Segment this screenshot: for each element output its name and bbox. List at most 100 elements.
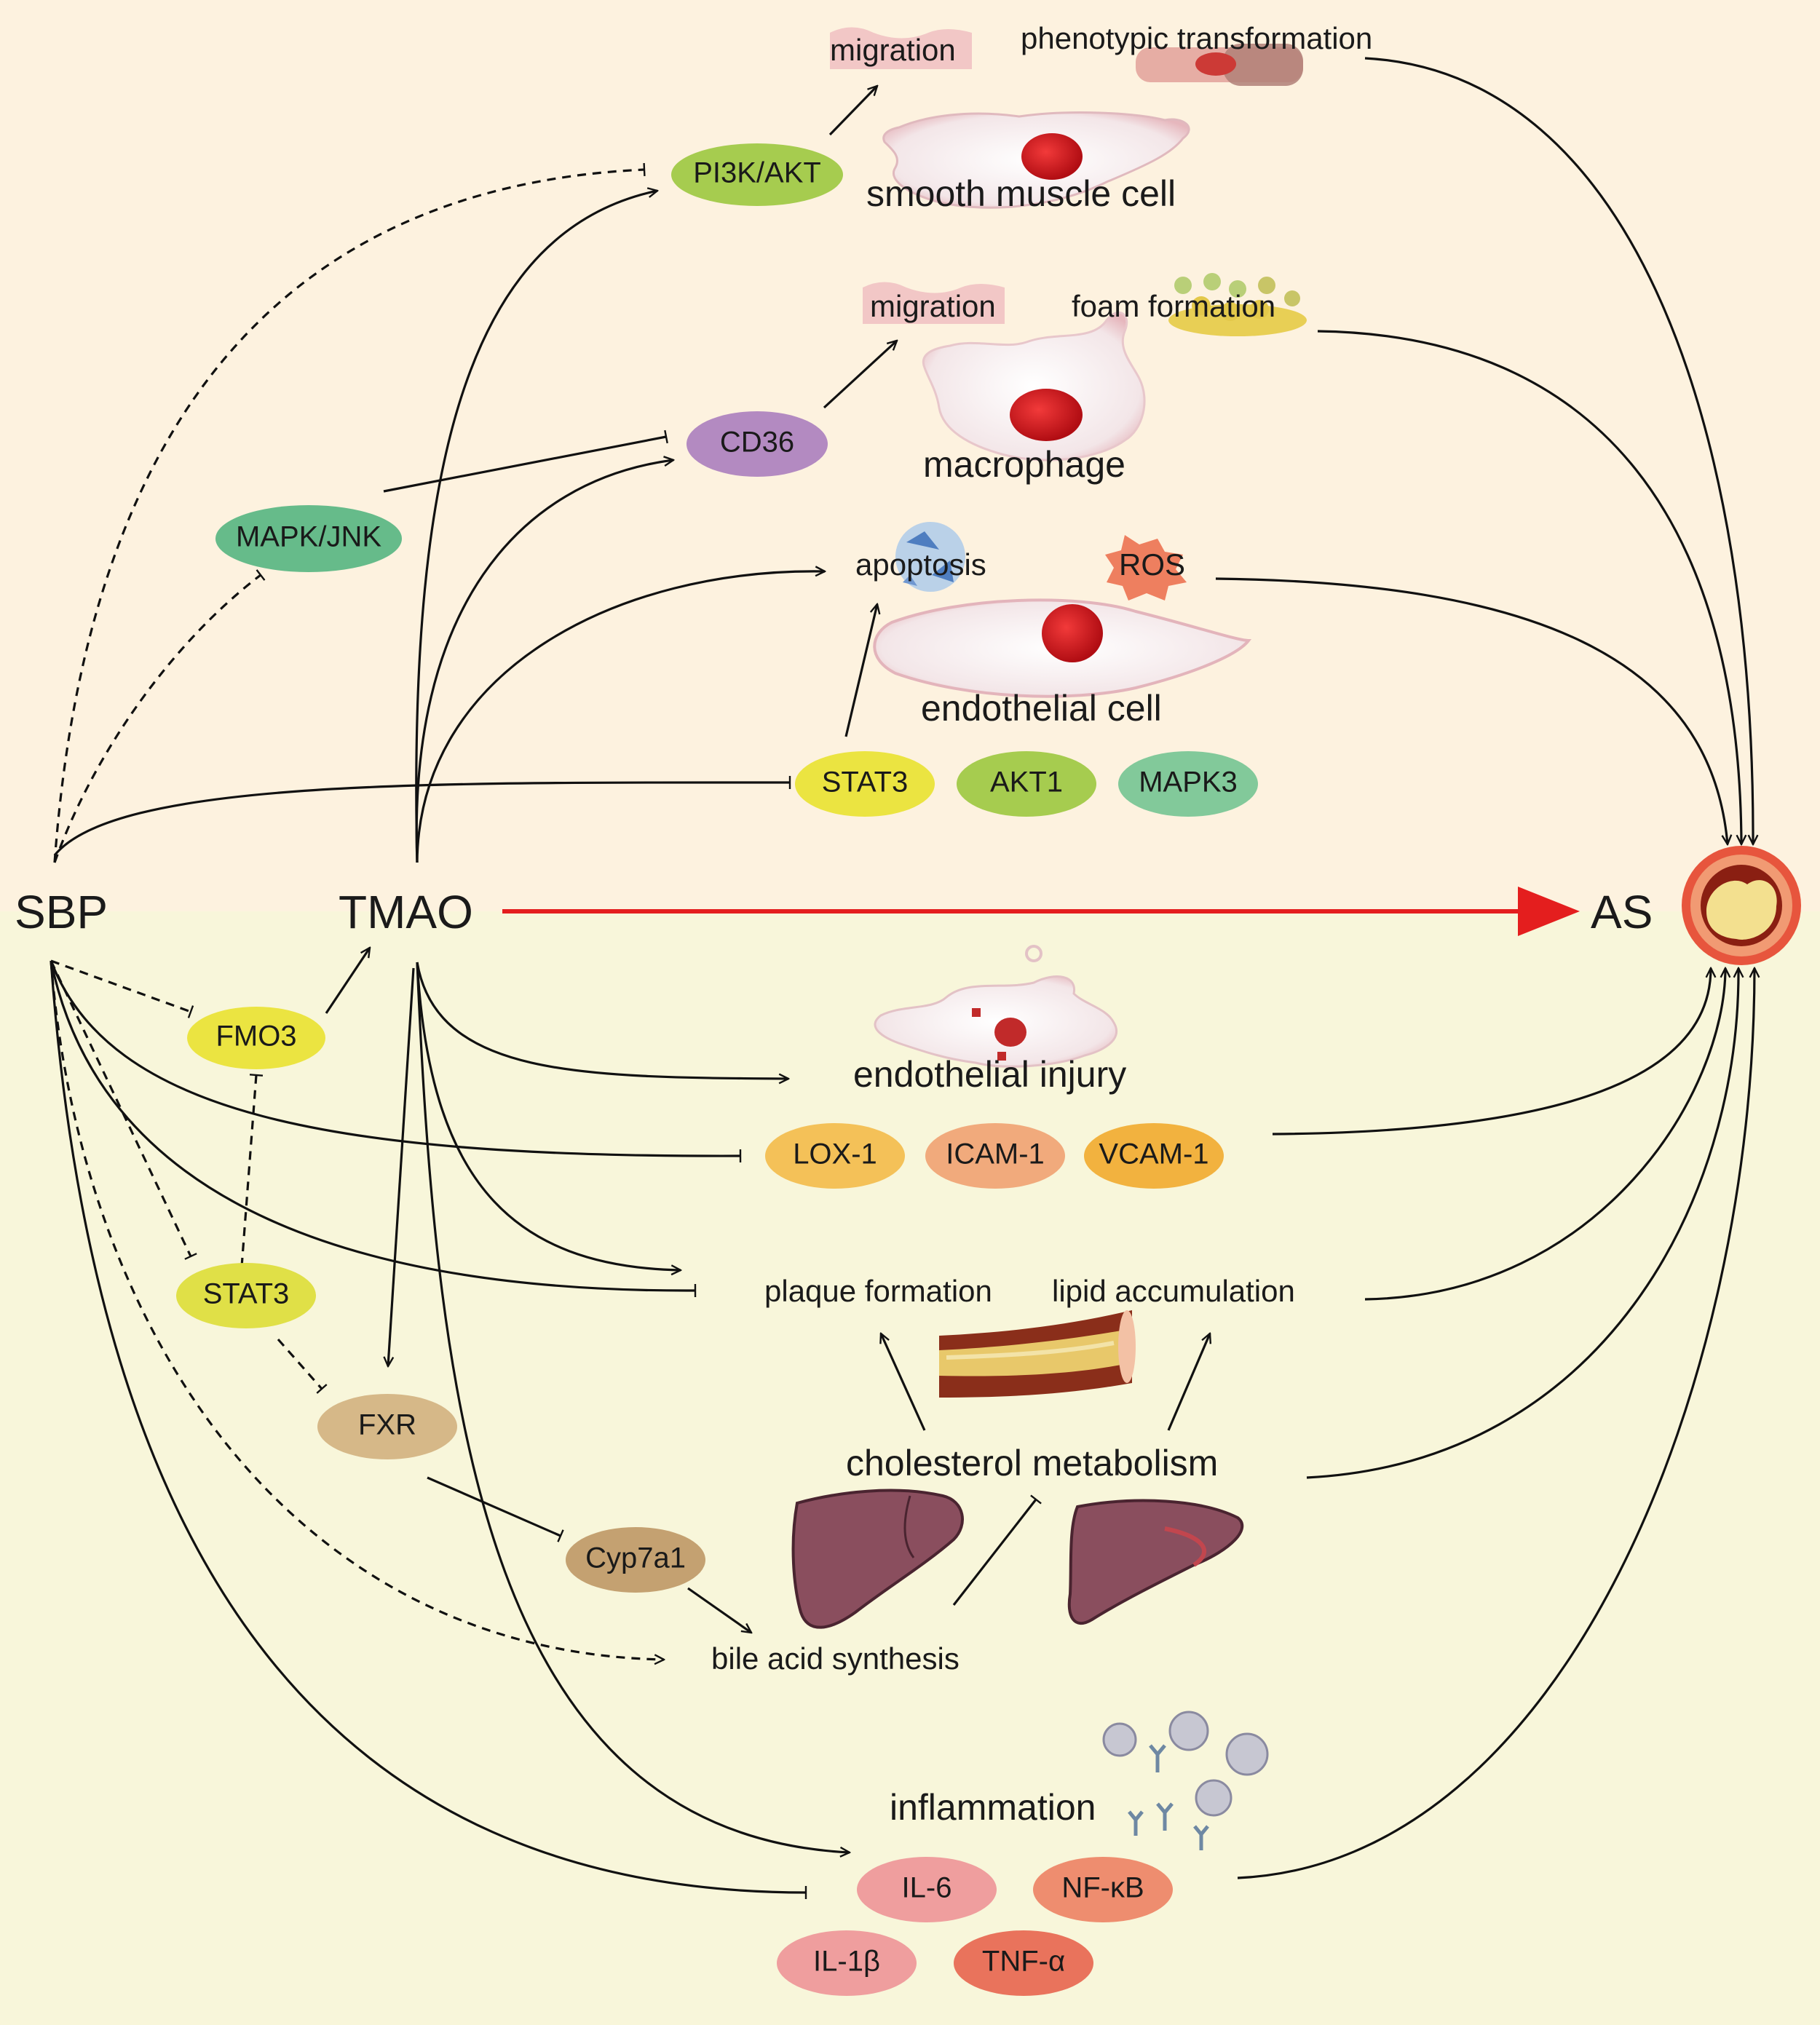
sbp-to-inflammation (50, 960, 807, 1900)
sbp-to-pi3k-dashed (53, 162, 646, 863)
label-foam-formation: foam formation (1072, 289, 1275, 323)
node-stat3-endo: STAT3 (795, 751, 935, 817)
svg-text:MAPK3: MAPK3 (1139, 766, 1238, 798)
svg-text:VCAM-1: VCAM-1 (1099, 1138, 1208, 1170)
svg-text:IL-6: IL-6 (902, 1872, 952, 1904)
label-tmao: TMAO (339, 886, 473, 938)
label-sbp: SBP (15, 886, 108, 938)
svg-text:STAT3: STAT3 (203, 1278, 290, 1310)
immune-cells-illustration (1102, 1711, 1269, 1850)
node-mapk3: MAPK3 (1118, 751, 1258, 817)
tmao-to-apoptosis (416, 571, 825, 863)
node-pi3k-akt: PI3K/AKT (671, 143, 843, 206)
sbp-to-fmo3-dashed (50, 959, 194, 1018)
smooth-muscle-cell-illustration (882, 111, 1190, 209)
svg-text:TNF-α: TNF-α (982, 1946, 1065, 1978)
sbp-to-plaque (50, 960, 697, 1298)
label-inflammation: inflammation (890, 1787, 1096, 1828)
node-nfkb: NF-κB (1033, 1857, 1173, 1922)
cholesterol-to-as (1306, 968, 1738, 1479)
node-il1b: IL-1β (777, 1930, 917, 1996)
endothelial-cell-illustration (873, 598, 1252, 698)
cholesterol-to-lipid (1167, 1334, 1210, 1431)
lipid-to-as (1364, 968, 1725, 1301)
label-phenotypic-transformation: phenotypic transformation (1021, 21, 1372, 55)
svg-text:AKT1: AKT1 (990, 766, 1063, 798)
svg-text:STAT3: STAT3 (822, 766, 909, 798)
svg-text:FXR: FXR (358, 1409, 416, 1441)
label-ros: ROS (1119, 547, 1185, 582)
label-migration-top: migration (830, 33, 956, 67)
bile-to-cholesterol (952, 1494, 1042, 1606)
fmo3-to-tmao (325, 948, 370, 1014)
pi3k-to-migration (828, 86, 877, 136)
node-fmo3: FMO3 (187, 1007, 325, 1069)
stat3-endo-to-apoptosis (844, 604, 877, 737)
node-cd36: CD36 (687, 411, 828, 477)
phenotypic-to-as (1364, 57, 1753, 844)
sbp-to-stat3-endo (53, 775, 791, 857)
tmao-to-plaque (416, 962, 681, 1270)
node-lox1: LOX-1 (765, 1123, 905, 1189)
liver-illustration-right (1067, 1499, 1244, 1625)
injury-to-as (1272, 968, 1711, 1136)
injured-endothelial-cell-illustration (874, 945, 1118, 1068)
label-lipid-accumulation: lipid accumulation (1052, 1274, 1295, 1308)
sbp-to-mapkjnk-dashed (53, 569, 266, 863)
label-apoptosis: apoptosis (855, 547, 986, 582)
migration-illustration-top (830, 27, 972, 69)
foam-to-as (1317, 330, 1741, 844)
svg-text:LOX-1: LOX-1 (793, 1138, 877, 1170)
cholesterol-to-plaque (881, 1334, 926, 1431)
node-icam1: ICAM-1 (925, 1123, 1065, 1189)
svg-text:NF-κB: NF-κB (1061, 1872, 1144, 1904)
stat3-to-fxr-dashed (277, 1338, 328, 1394)
svg-text:IL-1β: IL-1β (813, 1946, 880, 1978)
node-mapk-jnk: MAPK/JNK (215, 505, 402, 572)
cyp7a1-to-bile (687, 1587, 751, 1633)
svg-text:Cyp7a1: Cyp7a1 (585, 1542, 686, 1574)
node-akt1: AKT1 (957, 751, 1096, 817)
node-fxr: FXR (317, 1394, 457, 1459)
ros-to-as (1215, 577, 1728, 844)
apoptosis-cell-illustration (895, 522, 965, 592)
label-cholesterol-metabolism: cholesterol metabolism (846, 1443, 1218, 1483)
sbp-to-lox1 (50, 960, 742, 1163)
phenotypic-cell-illustration (1136, 44, 1303, 86)
stat3-to-fmo3-dashed (240, 1074, 264, 1267)
tmao-to-cd36 (415, 460, 673, 863)
tmao-to-inflammation (416, 962, 850, 1852)
node-tnfa: TNF-α (954, 1930, 1093, 1996)
label-smooth-muscle-cell: smooth muscle cell (866, 173, 1176, 214)
migration-illustration-mid (863, 282, 1005, 324)
inflammation-to-as (1237, 968, 1754, 1879)
svg-text:MAPK/JNK: MAPK/JNK (236, 521, 381, 553)
label-as: AS (1591, 886, 1653, 938)
tmao-to-pi3k (415, 191, 657, 863)
ros-star-illustration (1105, 535, 1187, 601)
sbp-to-stat3-dashed (50, 960, 197, 1260)
cd36-to-migration (823, 341, 897, 409)
mapkjnk-to-cd36 (383, 429, 668, 493)
node-vcam1: VCAM-1 (1084, 1123, 1224, 1189)
label-macrophage: macrophage (923, 444, 1125, 485)
label-endothelial-injury: endothelial injury (853, 1054, 1126, 1095)
svg-text:PI3K/AKT: PI3K/AKT (693, 157, 821, 189)
svg-text:ICAM-1: ICAM-1 (946, 1138, 1045, 1170)
svg-text:FMO3: FMO3 (215, 1021, 296, 1053)
fxr-to-cyp7a1 (427, 1476, 564, 1542)
label-plaque-formation: plaque formation (764, 1274, 992, 1308)
foam-cell-illustration (1168, 273, 1307, 336)
label-bile-acid-synthesis: bile acid synthesis (711, 1641, 960, 1676)
artery-cross-section-icon (1682, 846, 1801, 965)
node-il6: IL-6 (857, 1857, 997, 1922)
label-migration-mid: migration (870, 289, 996, 323)
background-bottom (0, 911, 1820, 2025)
tmao-to-endothelial-injury (416, 962, 788, 1079)
main-arrowhead (1518, 887, 1580, 936)
sbp-to-bile-dashed (50, 960, 664, 1660)
artery-plaque-illustration (939, 1310, 1136, 1398)
macrophage-cell-illustration (922, 311, 1146, 461)
liver-illustration-left (791, 1489, 964, 1629)
